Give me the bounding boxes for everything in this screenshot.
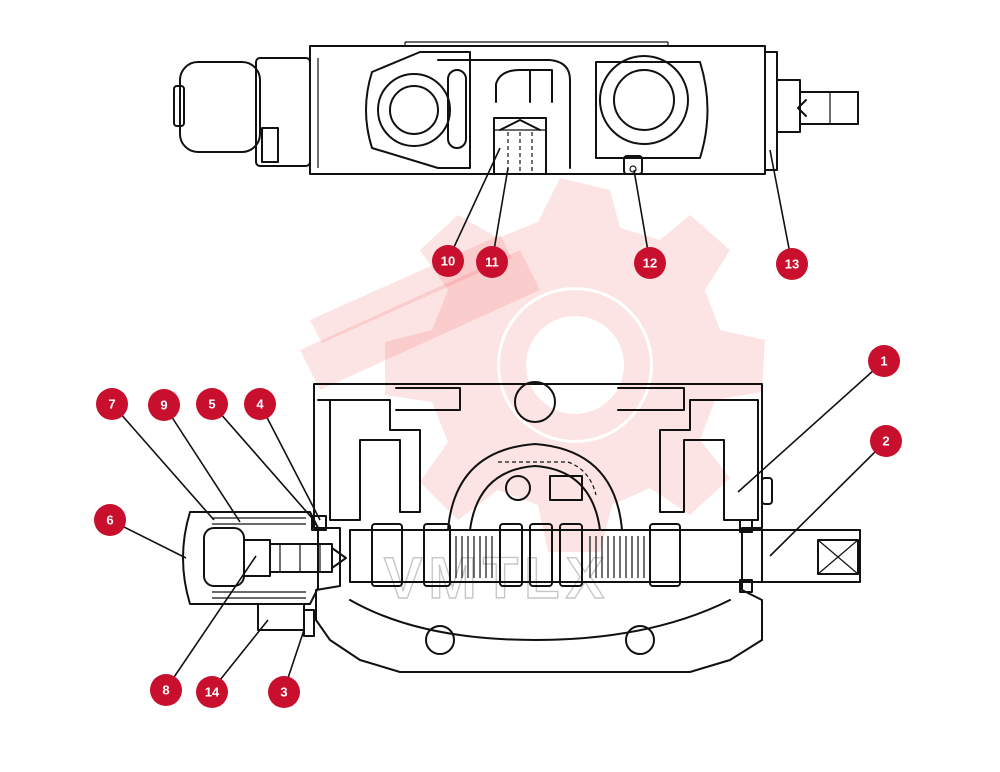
callout-5: 5 [196, 388, 228, 420]
callout-10: 10 [432, 245, 464, 277]
callout-10-label: 10 [441, 254, 455, 269]
callout-14: 14 [196, 676, 228, 708]
valve-top-view [173, 41, 859, 175]
callout-7-label: 7 [108, 397, 115, 412]
callout-2-label: 2 [882, 434, 889, 449]
callout-4: 4 [244, 388, 276, 420]
watermark-gear-logo [300, 178, 765, 552]
callout-12-label: 12 [643, 256, 657, 271]
valve-section-view [182, 381, 861, 673]
callout-5-label: 5 [208, 397, 215, 412]
callout-8: 8 [150, 674, 182, 706]
callout-1: 1 [868, 345, 900, 377]
callout-7: 7 [96, 388, 128, 420]
callout-9-label: 9 [160, 398, 167, 413]
callout-1-label: 1 [880, 354, 887, 369]
watermark-text: VMTLX [384, 546, 611, 611]
callout-14-label: 14 [205, 685, 220, 700]
callout-11-label: 11 [485, 255, 499, 270]
callout-11: 11 [476, 246, 508, 278]
callout-6: 6 [94, 504, 126, 536]
callout-12: 12 [634, 247, 666, 279]
callout-9: 9 [148, 389, 180, 421]
callout-13-label: 13 [785, 257, 799, 272]
callout-2: 2 [870, 425, 902, 457]
callout-3: 3 [268, 676, 300, 708]
spool-grooves [455, 536, 645, 578]
callout-13: 13 [776, 248, 808, 280]
callout-3-label: 3 [280, 685, 287, 700]
callout-4-label: 4 [256, 397, 264, 412]
callout-6-label: 6 [106, 513, 113, 528]
callout-8-label: 8 [162, 683, 169, 698]
